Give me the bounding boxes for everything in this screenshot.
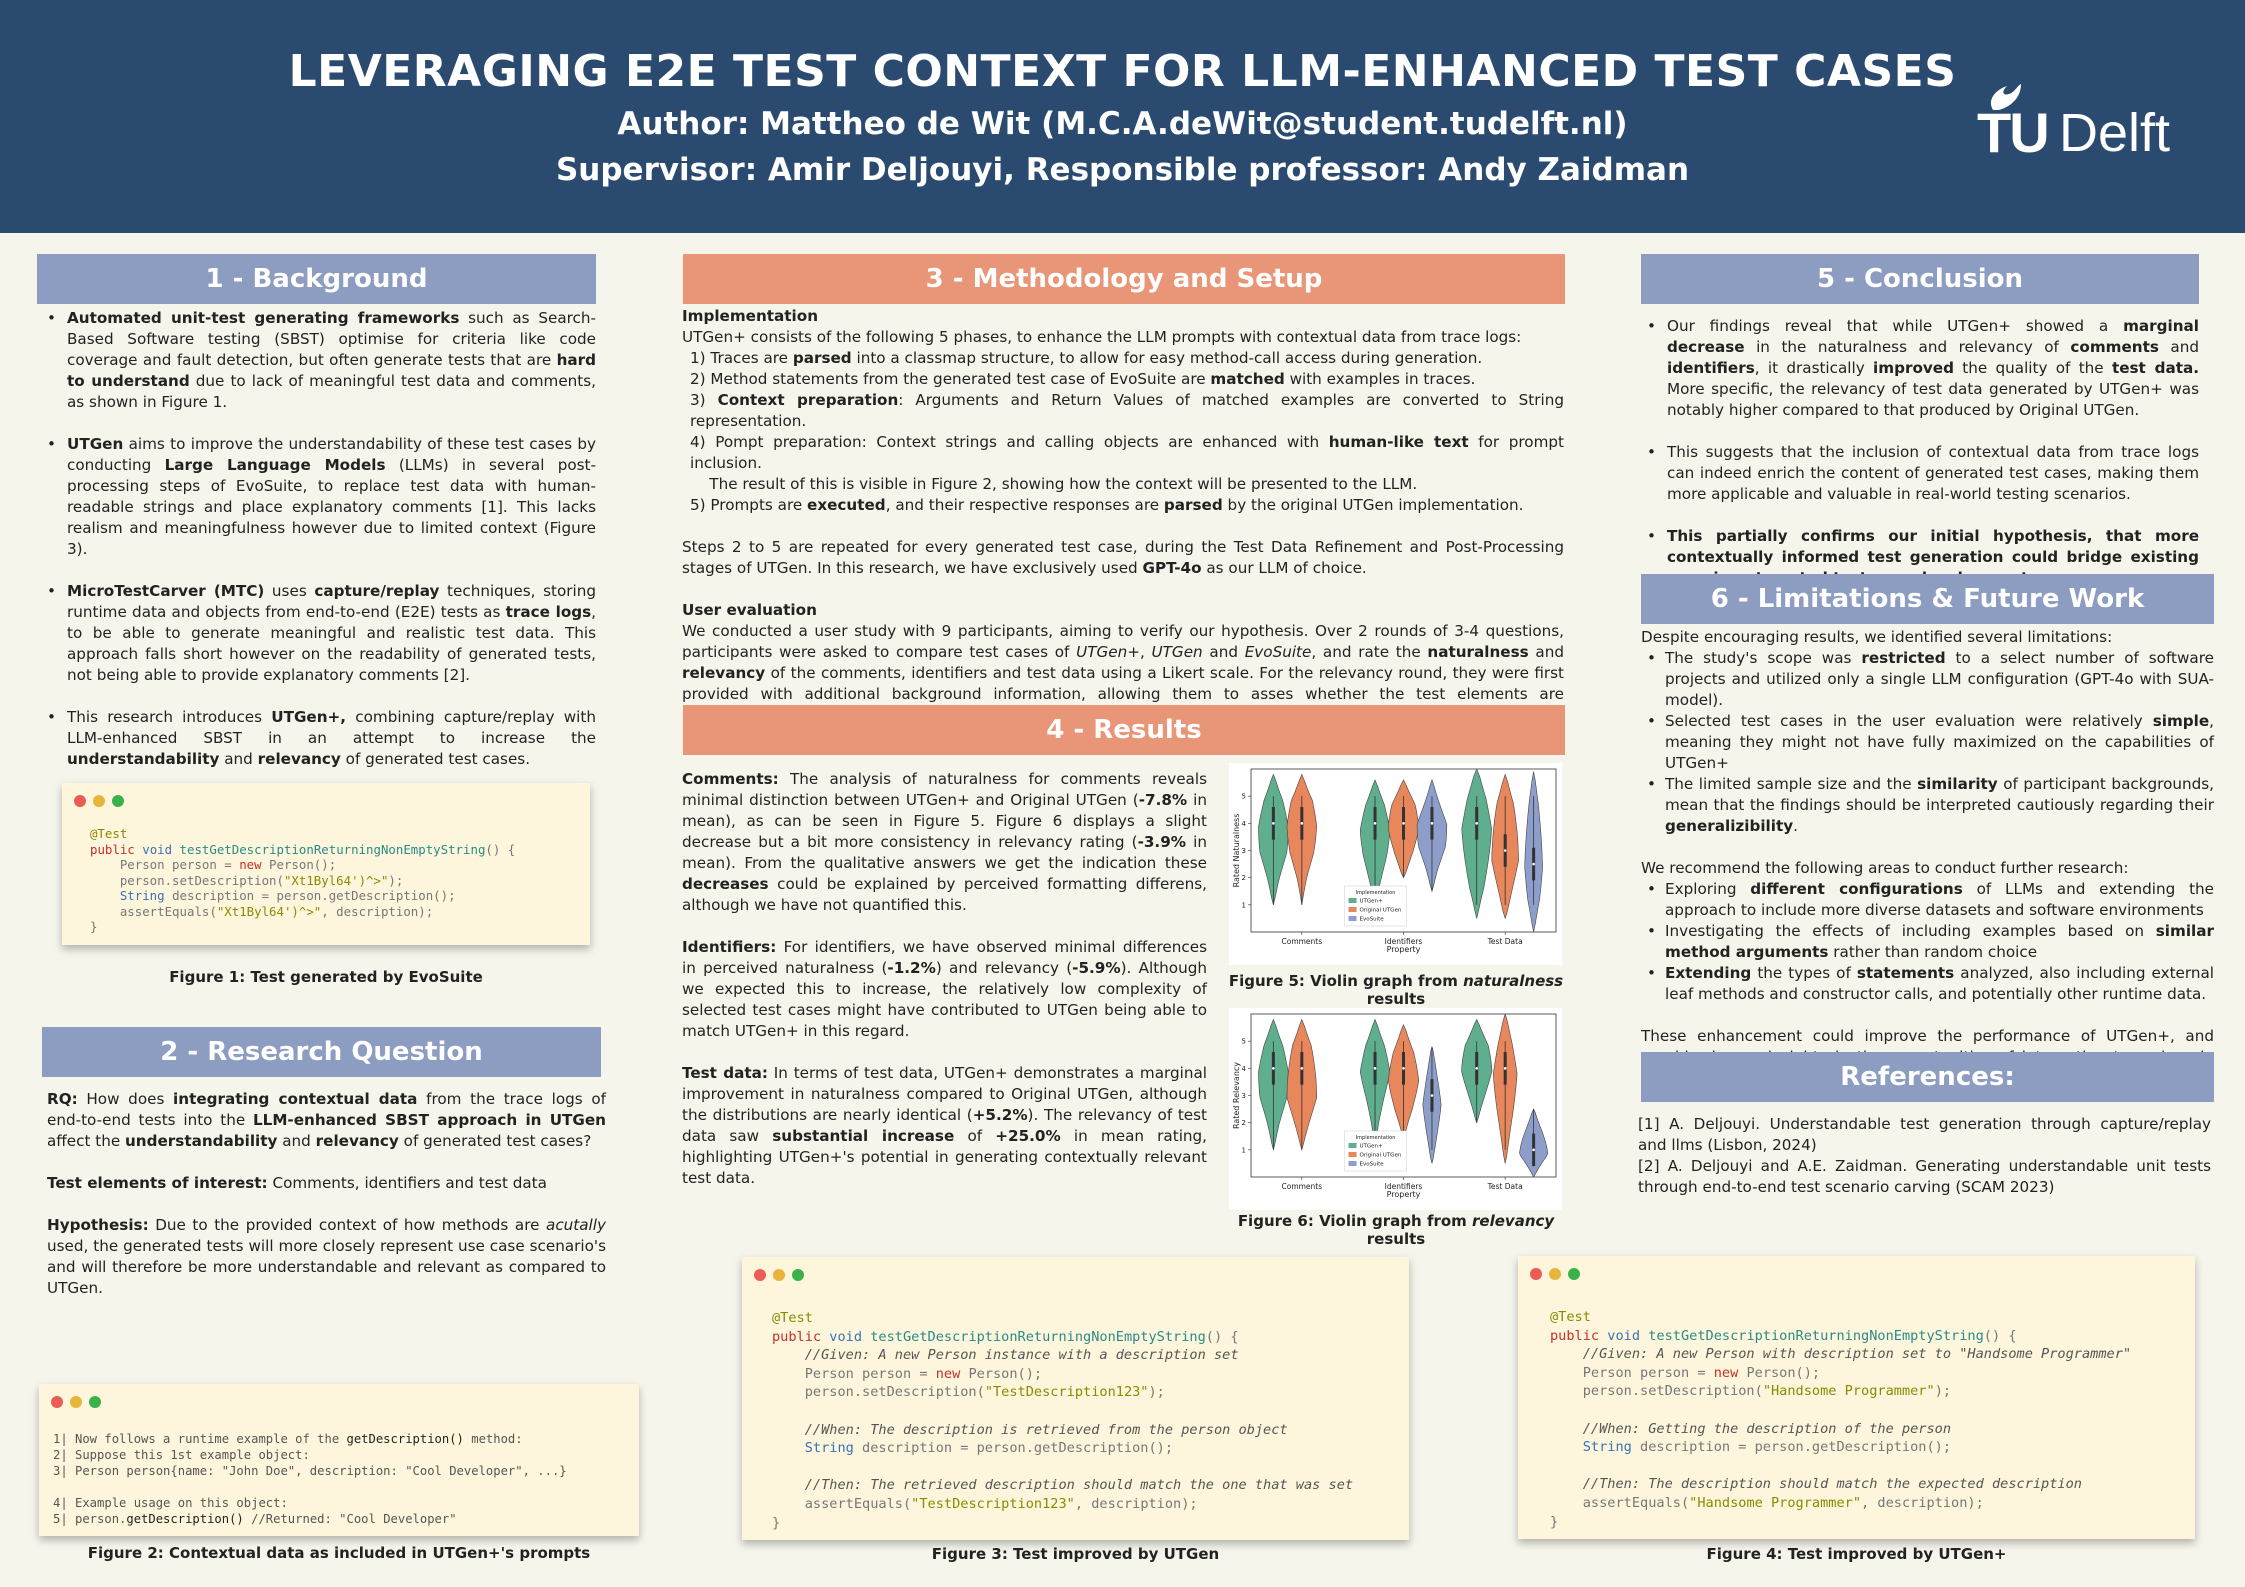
caption-figure-3: Figure 3: Test improved by UTGen: [931, 1545, 1220, 1563]
x-tick-label: Identifiers: [1385, 1182, 1423, 1191]
methodology-text: Implementation UTGen+ consists of the fo…: [682, 307, 1564, 724]
legend-swatch: [1348, 916, 1357, 921]
violin-median-point: [1475, 822, 1478, 825]
legend-entry: Original UTGen: [1360, 1153, 1402, 1159]
violin-median-point: [1373, 822, 1377, 825]
legend-entry: Original UTGen: [1360, 908, 1402, 914]
x-tick-label: Test Data: [1487, 1182, 1523, 1191]
violin-median-point: [1272, 1067, 1275, 1070]
code-figure-2: 1| Now follows a runtime example of the …: [39, 1384, 639, 1536]
legend-swatch: [1348, 1143, 1357, 1148]
minimize-dot-icon: [1549, 1268, 1561, 1280]
caption-figure-4: Figure 4: Test improved by UTGen+: [1706, 1545, 2007, 1563]
violin-median-point: [1503, 849, 1507, 852]
legend-swatch: [1348, 907, 1357, 912]
reference-1: [1] A. Deljouyi. Understandable test gen…: [1638, 1115, 2211, 1154]
legend-title: Implementation: [1356, 890, 1396, 896]
minimize-dot-icon: [70, 1396, 82, 1408]
violin-median-point: [1272, 822, 1275, 825]
limitations-text: Despite encouraging results, we identifi…: [1641, 627, 2214, 1089]
poster-title: LEVERAGING E2E TEST CONTEXT FOR LLM-ENHA…: [288, 46, 1957, 97]
references-text: [1] A. Deljouyi. Understandable test gen…: [1638, 1114, 2211, 1198]
maximize-dot-icon: [89, 1396, 101, 1408]
author-line: Author: Mattheo de Wit (M.C.A.deWit@stud…: [617, 106, 1628, 142]
close-dot-icon: [51, 1396, 63, 1408]
maximize-dot-icon: [792, 1269, 804, 1281]
legend-title: Implementation: [1356, 1135, 1396, 1141]
code-figure-4: @Test public void testGetDescriptionRetu…: [1518, 1256, 2195, 1539]
section-references-header: References:: [1641, 1052, 2214, 1102]
violin-median-point: [1430, 822, 1434, 825]
flame-icon: [1990, 84, 2021, 110]
section-results-header: 4 - Results: [683, 705, 1565, 755]
y-tick-label: 5: [1242, 793, 1246, 801]
y-tick-label: 2: [1242, 1119, 1246, 1127]
section-research-question-header: 2 - Research Question: [42, 1027, 601, 1077]
minimize-dot-icon: [773, 1269, 785, 1281]
x-axis-label: Property: [1387, 945, 1421, 954]
caption-figure-1: Figure 1: Test generated by EvoSuite: [169, 968, 483, 986]
research-question-text: RQ: How does integrating contextual data…: [47, 1090, 606, 1297]
violin-median-point: [1503, 1067, 1507, 1070]
violin-median-point: [1373, 1067, 1377, 1070]
section-limitations-header: 6 - Limitations & Future Work: [1641, 574, 2214, 624]
tudelft-logo: TU Delft: [1975, 84, 2190, 166]
maximize-dot-icon: [1568, 1268, 1580, 1280]
x-tick-label: Test Data: [1487, 937, 1523, 946]
logo-tu: TU: [1977, 101, 2050, 164]
results-text: Comments: The analysis of naturalness fo…: [682, 770, 1208, 1187]
legend-swatch: [1348, 1161, 1357, 1166]
y-axis-label: Rated Relevancy: [1232, 1062, 1241, 1129]
section-conclusion-header: 5 - Conclusion: [1641, 254, 2199, 304]
violin-median-point: [1300, 822, 1304, 825]
legend-entry: UTGen+: [1360, 899, 1384, 905]
x-tick-label: Comments: [1282, 937, 1323, 946]
background-text: Automated unit-test generating framework…: [41, 308, 596, 791]
y-tick-label: 5: [1242, 1038, 1246, 1046]
y-tick-label: 2: [1242, 874, 1246, 882]
violin-median-point: [1532, 862, 1535, 866]
section-methodology-header: 3 - Methodology and Setup: [683, 254, 1565, 304]
violin-median-point: [1532, 1148, 1535, 1152]
y-axis-label: Rated Naturalness: [1232, 814, 1241, 888]
code-figure-3: @Test public void testGetDescriptionRetu…: [742, 1257, 1409, 1540]
close-dot-icon: [74, 795, 86, 807]
logo-delft: Delft: [2059, 103, 2171, 163]
section-background-header: 1 - Background: [37, 254, 596, 304]
legend-swatch: [1348, 898, 1357, 903]
x-axis-label: Property: [1387, 1190, 1421, 1199]
y-tick-label: 1: [1242, 1146, 1246, 1154]
violin-median-point: [1475, 1067, 1478, 1070]
x-tick-label: Identifiers: [1385, 937, 1423, 946]
header: LEVERAGING E2E TEST CONTEXT FOR LLM-ENHA…: [0, 0, 2245, 233]
y-tick-label: 3: [1242, 1092, 1246, 1100]
maximize-dot-icon: [112, 795, 124, 807]
legend-swatch: [1348, 1152, 1357, 1157]
reference-2: [2] A. Deljouyi and A.E. Zaidman. Genera…: [1638, 1157, 2211, 1196]
supervisor-line: Supervisor: Amir Deljouyi, Responsible p…: [555, 152, 1690, 188]
minimize-dot-icon: [93, 795, 105, 807]
y-tick-label: 4: [1242, 820, 1247, 828]
legend-entry: UTGen+: [1360, 1144, 1384, 1150]
y-tick-label: 1: [1242, 901, 1246, 909]
violin-median-point: [1300, 1067, 1304, 1070]
code-figure-1: @Test public void testGetDescriptionRetu…: [62, 783, 590, 945]
legend-entry: EvoSuite: [1360, 1162, 1385, 1168]
violin-median-point: [1402, 822, 1405, 825]
violin-median-point: [1402, 1067, 1405, 1070]
close-dot-icon: [1530, 1268, 1542, 1280]
caption-figure-6: Figure 6: Violin graph from relevancy re…: [1237, 1212, 1555, 1248]
legend-entry: EvoSuite: [1360, 917, 1385, 923]
violin-median-point: [1430, 1094, 1434, 1097]
close-dot-icon: [754, 1269, 766, 1281]
x-tick-label: Comments: [1282, 1182, 1323, 1191]
y-tick-label: 3: [1242, 847, 1246, 855]
y-tick-label: 4: [1242, 1065, 1247, 1073]
caption-figure-5: Figure 5: Violin graph from naturalness …: [1228, 972, 1564, 1008]
caption-figure-2: Figure 2: Contextual data as included in…: [87, 1544, 591, 1562]
conclusion-text: Our findings reveal that while UTGen+ sh…: [1641, 316, 2199, 610]
